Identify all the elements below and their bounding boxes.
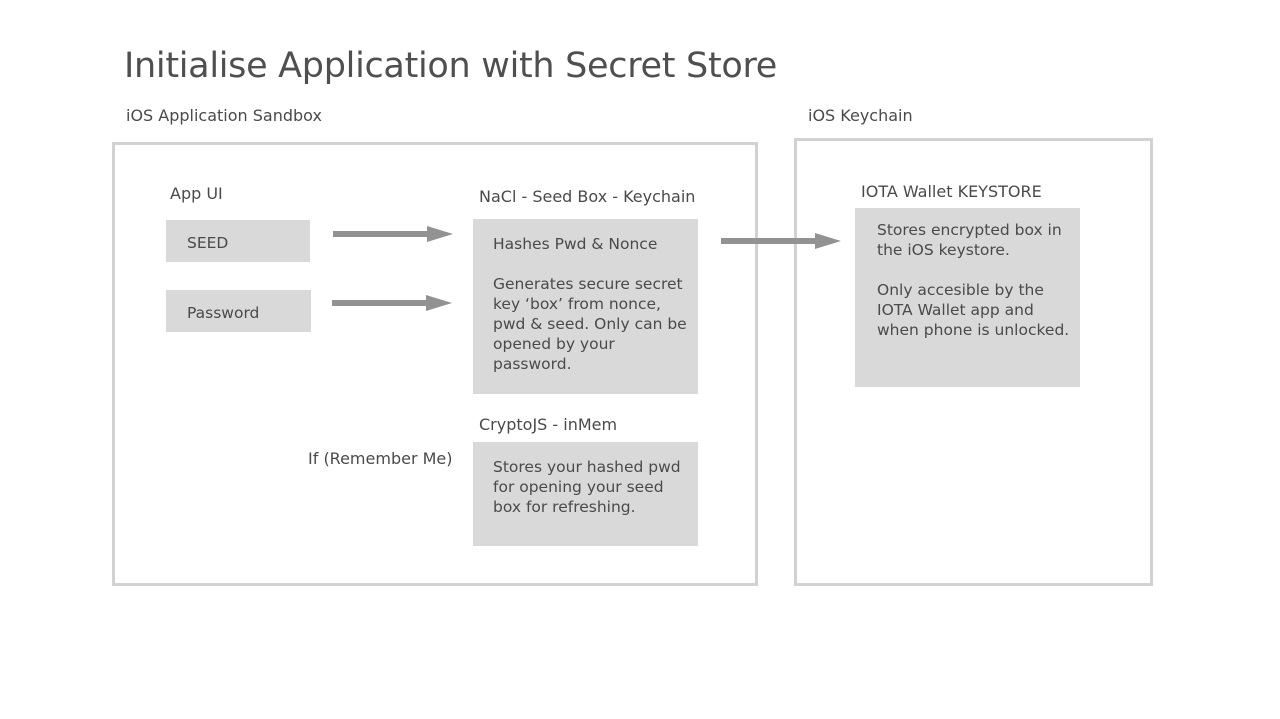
sandbox-frame [112,142,758,586]
cryptojs-text: Stores your hashed pwd for opening your … [493,458,681,516]
remember-me-condition: If (Remember Me) [308,449,453,468]
keystore-label: IOTA Wallet KEYSTORE [861,182,1042,201]
password-to-nacl-arrow [332,295,452,311]
keychain-frame [794,138,1153,586]
diagram-title: Initialise Application with Secret Store [124,46,778,86]
seed-to-nacl-arrow [333,226,453,242]
seed-label: SEED [187,234,229,252]
password-label: Password [187,304,260,322]
nacl-text: Hashes Pwd & Nonce Generates secure secr… [493,235,687,373]
app-ui-label: App UI [170,184,223,203]
cryptojs-box: Stores your hashed pwd for opening your … [473,442,698,546]
keychain-label: iOS Keychain [808,106,913,125]
seed-box: SEED [166,220,310,262]
keystore-text: Stores encrypted box in the iOS keystore… [877,221,1070,339]
nacl-to-keystore-arrow [721,233,841,249]
nacl-label: NaCl - Seed Box - Keychain [479,187,696,206]
nacl-box: Hashes Pwd & Nonce Generates secure secr… [473,219,698,394]
password-box: Password [166,290,311,332]
keystore-box: Stores encrypted box in the iOS keystore… [855,208,1080,387]
sandbox-label: iOS Application Sandbox [126,106,322,125]
cryptojs-label: CryptoJS - inMem [479,415,618,434]
